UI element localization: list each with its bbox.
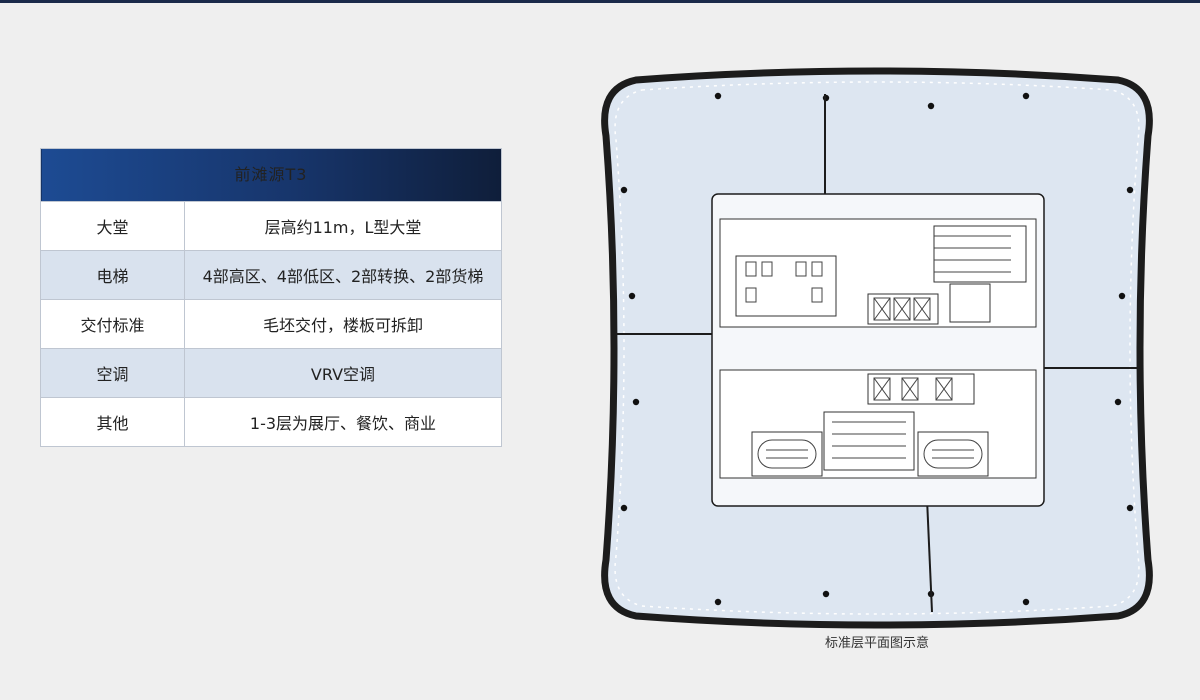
- table-row: 空调 VRV空调: [40, 348, 502, 398]
- table-row: 电梯 4部高区、4部低区、2部转换、2部货梯: [40, 250, 502, 300]
- floor-plan-diagram: [601, 67, 1153, 629]
- row-label: 大堂: [40, 201, 185, 251]
- row-value: 1-3层为展厅、餐饮、商业: [184, 397, 502, 447]
- table-row: 交付标准 毛坯交付，楼板可拆卸: [40, 299, 502, 349]
- spec-table: 前滩源T3 大堂 层高约11m，L型大堂 电梯 4部高区、4部低区、2部转换、2…: [40, 148, 502, 447]
- spec-table-title: 前滩源T3: [40, 148, 502, 202]
- floor-plate-inner-line: [614, 81, 1140, 615]
- top-rule: [0, 0, 1200, 3]
- upper-core-fixtures: [745, 235, 1011, 321]
- table-row: 大堂 层高约11m，L型大堂: [40, 201, 502, 251]
- upper-core: [719, 218, 1037, 328]
- row-value: 层高约11m，L型大堂: [184, 201, 502, 251]
- row-label: 空调: [40, 348, 185, 398]
- row-value: VRV空调: [184, 348, 502, 398]
- spec-table-header-row: 前滩源T3: [40, 148, 502, 202]
- row-label: 电梯: [40, 250, 185, 300]
- row-value: 毛坯交付，楼板可拆卸: [184, 299, 502, 349]
- row-value: 4部高区、4部低区、2部转换、2部货梯: [184, 250, 502, 300]
- row-label: 其他: [40, 397, 185, 447]
- table-row: 其他 1-3层为展厅、餐饮、商业: [40, 397, 502, 447]
- floor-plan-caption: 标准层平面图示意: [824, 636, 929, 651]
- lower-core: [719, 369, 1037, 479]
- row-label: 交付标准: [40, 299, 185, 349]
- lower-core-fixtures: [757, 377, 983, 469]
